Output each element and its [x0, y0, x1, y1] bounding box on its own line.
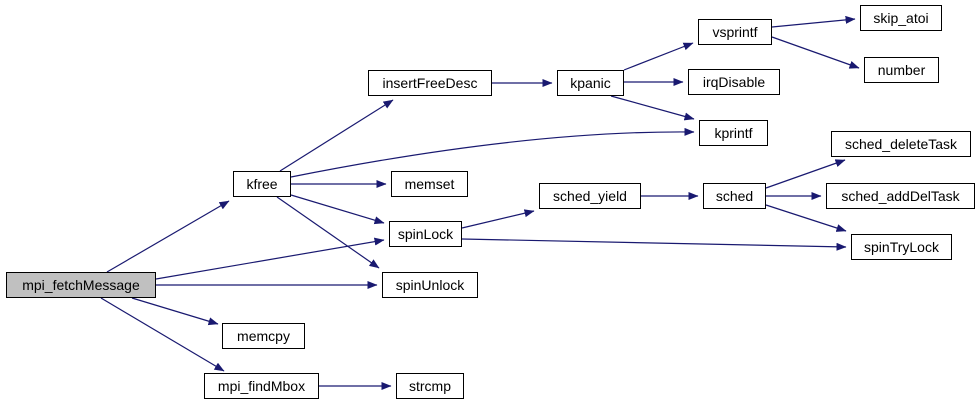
node-memset[interactable]: memset [391, 171, 468, 197]
edge-kpanic-kprintf [610, 95, 695, 121]
node-sched_yield[interactable]: sched_yield [539, 183, 641, 209]
node-number[interactable]: number [864, 57, 939, 83]
edge-kfree-kprintf [290, 127, 695, 178]
edge-kfree-insertFreeDesc [279, 99, 394, 172]
edge-spinLock-spinTryLock [461, 238, 847, 251]
node-kprintf[interactable]: kprintf [699, 120, 768, 146]
node-sched_addDelTask[interactable]: sched_addDelTask [826, 183, 975, 209]
edge-mpi_fetchMessage-mpi_findMbox [100, 297, 225, 372]
node-strcmp[interactable]: strcmp [396, 373, 464, 399]
node-kfree[interactable]: kfree [233, 171, 291, 197]
node-sched[interactable]: sched [703, 183, 766, 209]
edge-kpanic-vsprintf [623, 42, 694, 71]
edge-kfree-spinLock [290, 194, 385, 225]
node-skip_atoi[interactable]: skip_atoi [860, 5, 942, 31]
node-mpi_fetchMessage: mpi_fetchMessage [6, 272, 156, 298]
edge-mpi_fetchMessage-kfree [106, 200, 230, 273]
edge-vsprintf-number [771, 36, 860, 69]
node-spinLock[interactable]: spinLock [389, 221, 462, 247]
node-irqDisable[interactable]: irqDisable [688, 69, 780, 95]
node-mpi_findMbox[interactable]: mpi_findMbox [204, 373, 319, 399]
edge-kfree-spinUnlock [276, 196, 380, 269]
node-spinUnlock[interactable]: spinUnlock [382, 272, 478, 298]
edge-spinLock-sched_yield [461, 209, 535, 229]
node-kpanic[interactable]: kpanic [557, 70, 624, 96]
node-vsprintf[interactable]: vsprintf [698, 19, 772, 45]
edge-mpi_fetchMessage-spinLock [155, 237, 385, 280]
edge-mpi_fetchMessage-memcpy [131, 297, 219, 326]
node-spinTryLock[interactable]: spinTryLock [851, 234, 952, 260]
node-insertFreeDesc[interactable]: insertFreeDesc [368, 70, 492, 96]
node-memcpy[interactable]: memcpy [222, 323, 305, 349]
node-sched_deleteTask[interactable]: sched_deleteTask [831, 131, 971, 157]
edge-vsprintf-skip_atoi [771, 15, 856, 28]
